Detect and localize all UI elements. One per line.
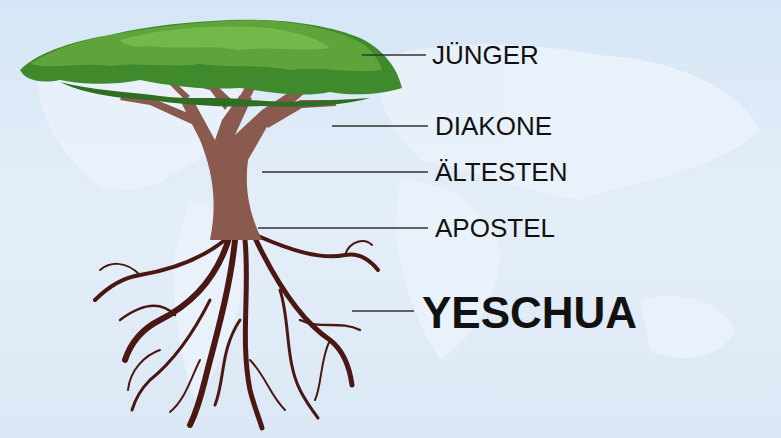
canopy — [20, 20, 402, 107]
part-label: JÜNGER — [432, 42, 539, 68]
leader-lines — [258, 55, 428, 311]
part-label: APOSTEL — [435, 215, 555, 241]
roots — [95, 235, 378, 428]
part-label: DIAKONE — [435, 113, 552, 139]
part-label: ÄLTESTEN — [435, 159, 567, 185]
world-map — [38, 42, 760, 400]
root-label: YESCHUA — [422, 291, 637, 335]
